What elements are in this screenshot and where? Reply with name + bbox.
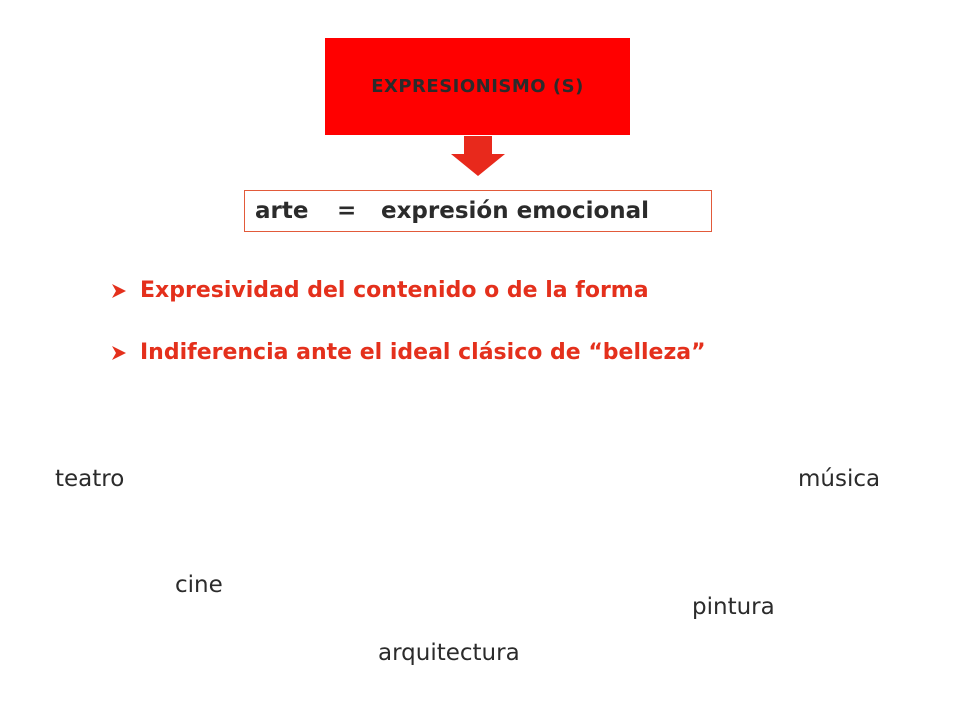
equation-box: arte = expresión emocional	[244, 190, 712, 232]
art-label-teatro: teatro	[55, 466, 125, 492]
arrowhead-bullet-icon	[112, 283, 126, 298]
down-arrow-icon	[451, 136, 505, 176]
arrowhead-bullet-icon	[112, 345, 126, 360]
bullet-item: Expresividad del contenido o de la forma	[110, 278, 649, 303]
art-label-arquitectura: arquitectura	[378, 640, 520, 666]
title-text: EXPRESIONISMO (S)	[371, 76, 584, 97]
bullet-text: Indiferencia ante el ideal clásico de “b…	[140, 340, 706, 365]
equation-left: arte	[255, 198, 309, 224]
art-label-cine: cine	[175, 572, 223, 598]
bullet-item: Indiferencia ante el ideal clásico de “b…	[110, 340, 706, 365]
art-label-musica: música	[798, 466, 881, 492]
equation-sign: =	[337, 198, 357, 224]
art-label-pintura: pintura	[692, 594, 775, 620]
title-box: EXPRESIONISMO (S)	[325, 38, 630, 135]
equation-right: expresión emocional	[381, 198, 650, 224]
bullet-text: Expresividad del contenido o de la forma	[140, 278, 649, 303]
